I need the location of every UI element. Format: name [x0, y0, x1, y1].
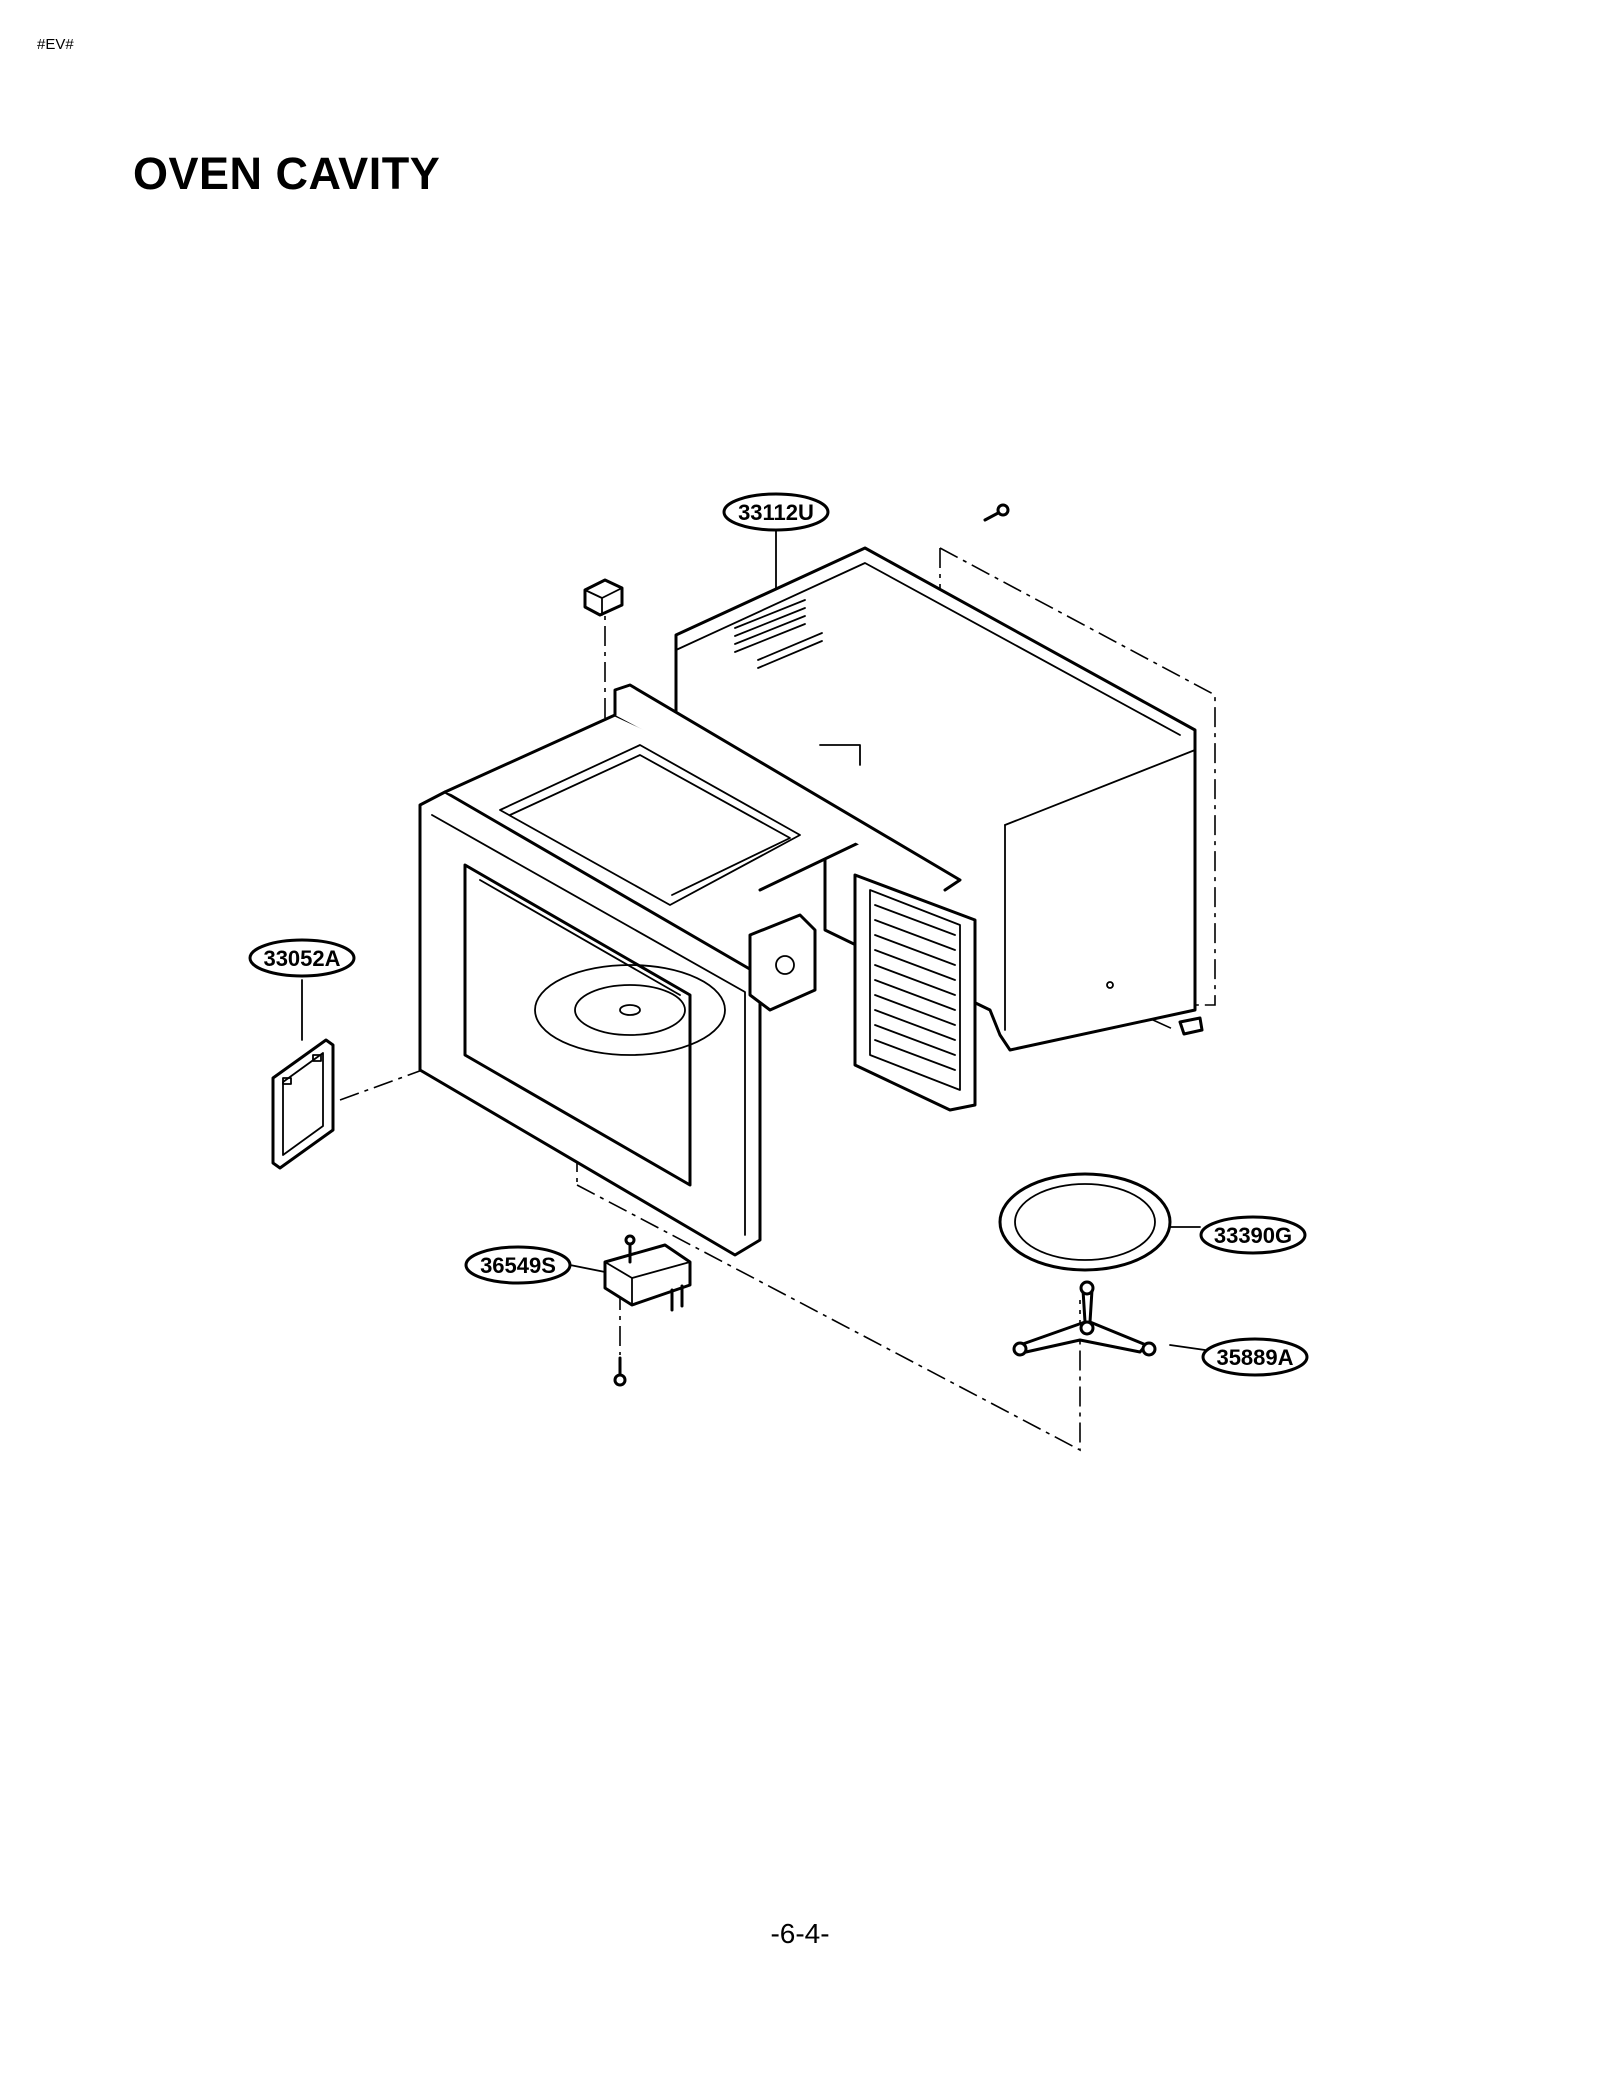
screw-top [983, 503, 1010, 522]
label-33390G: 33390G [1199, 1215, 1307, 1255]
inner-turntable [534, 964, 726, 1056]
mesh-pattern [874, 904, 956, 1071]
vent-slots [734, 599, 823, 669]
glass-tray [998, 1172, 1172, 1272]
label-33052A-text: 33052A [263, 946, 340, 971]
turntable-motor [603, 1234, 692, 1312]
leader-lines [301, 529, 1206, 1351]
page-title: OVEN CAVITY [133, 148, 441, 199]
motor-screw [613, 1356, 627, 1387]
clip-block [583, 578, 624, 617]
label-33112U: 33112U [722, 492, 830, 532]
label-36549S-text: 36549S [480, 1253, 556, 1278]
roller-guide [1012, 1280, 1157, 1357]
label-35889A: 35889A [1201, 1337, 1309, 1377]
screw-side [1178, 1016, 1204, 1036]
outer-case [674, 546, 1197, 1052]
corner-mark: #EV# [37, 36, 74, 53]
label-33112U-text: 33112U [738, 500, 814, 525]
page-number: -6-4- [770, 1918, 830, 1949]
cavity-frame [418, 683, 977, 1257]
label-35889A-text: 35889A [1216, 1345, 1293, 1370]
label-33390G-text: 33390G [1214, 1223, 1292, 1248]
label-36549S: 36549S [464, 1245, 572, 1285]
label-33052A: 33052A [248, 938, 356, 978]
waveguide-cover [271, 1038, 335, 1170]
